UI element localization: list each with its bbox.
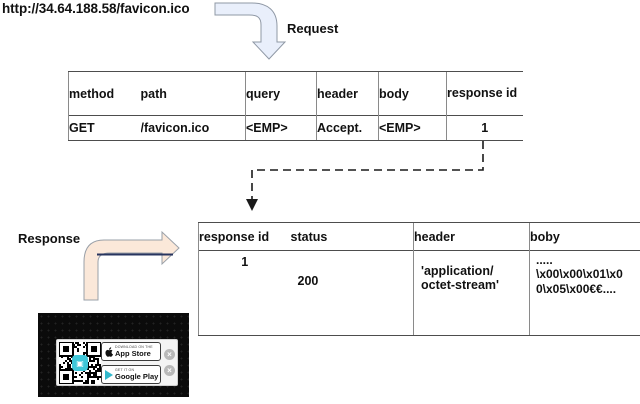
connector-arrowhead-icon bbox=[246, 199, 258, 211]
google-play-badge[interactable]: GET IT ON Google Play bbox=[101, 365, 161, 384]
cell-header: 'application/ octet-stream' bbox=[413, 250, 530, 336]
col-response-id: response id bbox=[198, 222, 291, 251]
banner-panel: ▣ DOWNLOAD ON THE App Store GET IT ON Go… bbox=[56, 339, 178, 386]
cell-status: 200 bbox=[290, 250, 414, 336]
google-play-tagline: GET IT ON bbox=[115, 367, 135, 372]
app-store-label: App Store bbox=[115, 349, 151, 358]
response-table-header-row: response id status header boby bbox=[198, 222, 640, 251]
col-response-id: response id bbox=[446, 71, 523, 116]
qr-code: ▣ bbox=[58, 341, 102, 385]
col-boby: boby bbox=[529, 222, 640, 251]
close-icon[interactable]: × bbox=[164, 365, 175, 376]
apple-icon bbox=[105, 346, 113, 357]
google-play-label: Google Play bbox=[115, 372, 159, 381]
col-method: method bbox=[68, 71, 141, 116]
col-path: path bbox=[140, 71, 246, 116]
cell-response-id: 1 bbox=[198, 250, 291, 336]
cell-query: <EMP> bbox=[245, 115, 317, 141]
response-arrow bbox=[83, 230, 180, 301]
response-table: response id status header boby 1 200 'ap… bbox=[198, 222, 640, 336]
request-table-row: GET /favicon.ico <EMP> Accept. <EMP> 1 bbox=[68, 115, 523, 141]
cell-path: /favicon.ico bbox=[140, 115, 246, 141]
col-body: body bbox=[378, 71, 447, 116]
col-header: header bbox=[413, 222, 530, 251]
response-table-row: 1 200 'application/ octet-stream' ..... … bbox=[198, 250, 640, 336]
qr-logo-icon: ▣ bbox=[72, 355, 88, 371]
cell-boby: ..... \x00\x00\x01\x0 0\x05\x00€€.... bbox=[529, 250, 640, 336]
request-table-header-row: method path query header body response i… bbox=[68, 71, 523, 116]
dashed-connector bbox=[251, 141, 484, 199]
cell-header: Accept. bbox=[316, 115, 379, 141]
google-play-icon bbox=[105, 369, 113, 380]
app-store-badge[interactable]: DOWNLOAD ON THE App Store bbox=[101, 342, 161, 361]
request-label: Request bbox=[287, 21, 339, 36]
request-table: method path query header body response i… bbox=[68, 71, 523, 141]
col-header: header bbox=[316, 71, 379, 116]
response-label: Response bbox=[18, 231, 81, 246]
close-icon[interactable]: × bbox=[164, 349, 175, 360]
app-store-tagline: DOWNLOAD ON THE bbox=[115, 344, 153, 349]
app-banner-screenshot: ▣ DOWNLOAD ON THE App Store GET IT ON Go… bbox=[38, 313, 189, 397]
cell-method: GET bbox=[68, 115, 141, 141]
cell-body: <EMP> bbox=[378, 115, 447, 141]
url-label: http://34.64.188.58/favicon.ico bbox=[2, 1, 190, 16]
cell-response-id: 1 bbox=[446, 115, 523, 141]
col-status: status bbox=[290, 222, 414, 251]
col-query: query bbox=[245, 71, 317, 116]
request-arrow bbox=[214, 2, 287, 60]
